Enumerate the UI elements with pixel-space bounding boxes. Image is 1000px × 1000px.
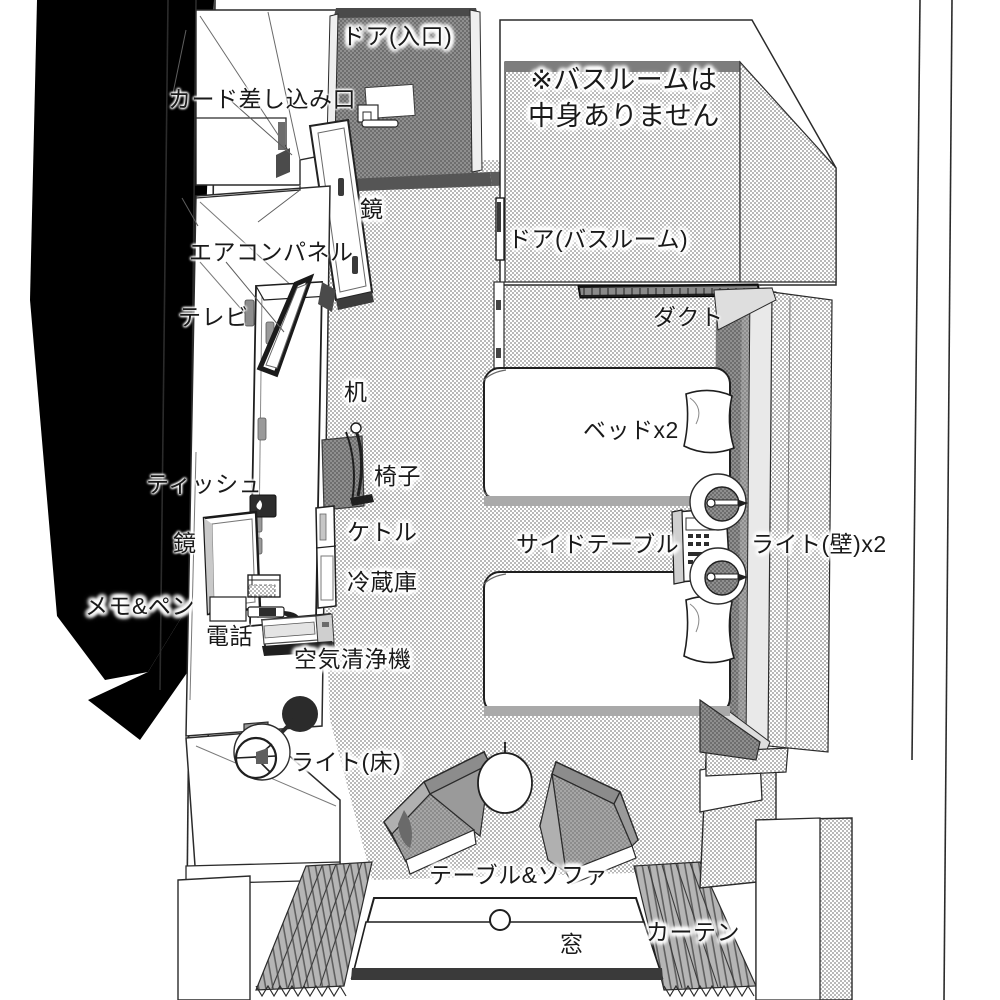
bathroom-block [493,19,837,369]
desk-mirror [202,510,262,616]
chair [321,422,374,511]
curtain-left [255,861,373,998]
wall-light-upper [689,473,748,531]
bed-lower [483,571,735,716]
pillow [683,389,735,454]
bathroom-door [495,197,505,261]
right-low-ledge [699,698,853,1000]
round-table [477,742,533,814]
leader-lines [171,29,301,333]
memo-and-pen [247,574,300,619]
black-wedge-region [30,0,214,740]
sofa-right [539,760,640,885]
wall-light-lower [689,547,748,605]
door-handle-icon [357,104,399,128]
floor-light [233,696,318,781]
lower-left-cabinet [177,875,251,1000]
kettle-fridge-unit [315,505,337,609]
bed-upper [483,367,735,506]
pillow [683,595,735,664]
desk-wall-unit [185,185,336,737]
air-purifier [260,613,336,656]
entrance-door [325,8,702,192]
tv [244,273,315,378]
sofa-left [382,750,491,875]
window [350,897,664,980]
phone [209,596,247,622]
